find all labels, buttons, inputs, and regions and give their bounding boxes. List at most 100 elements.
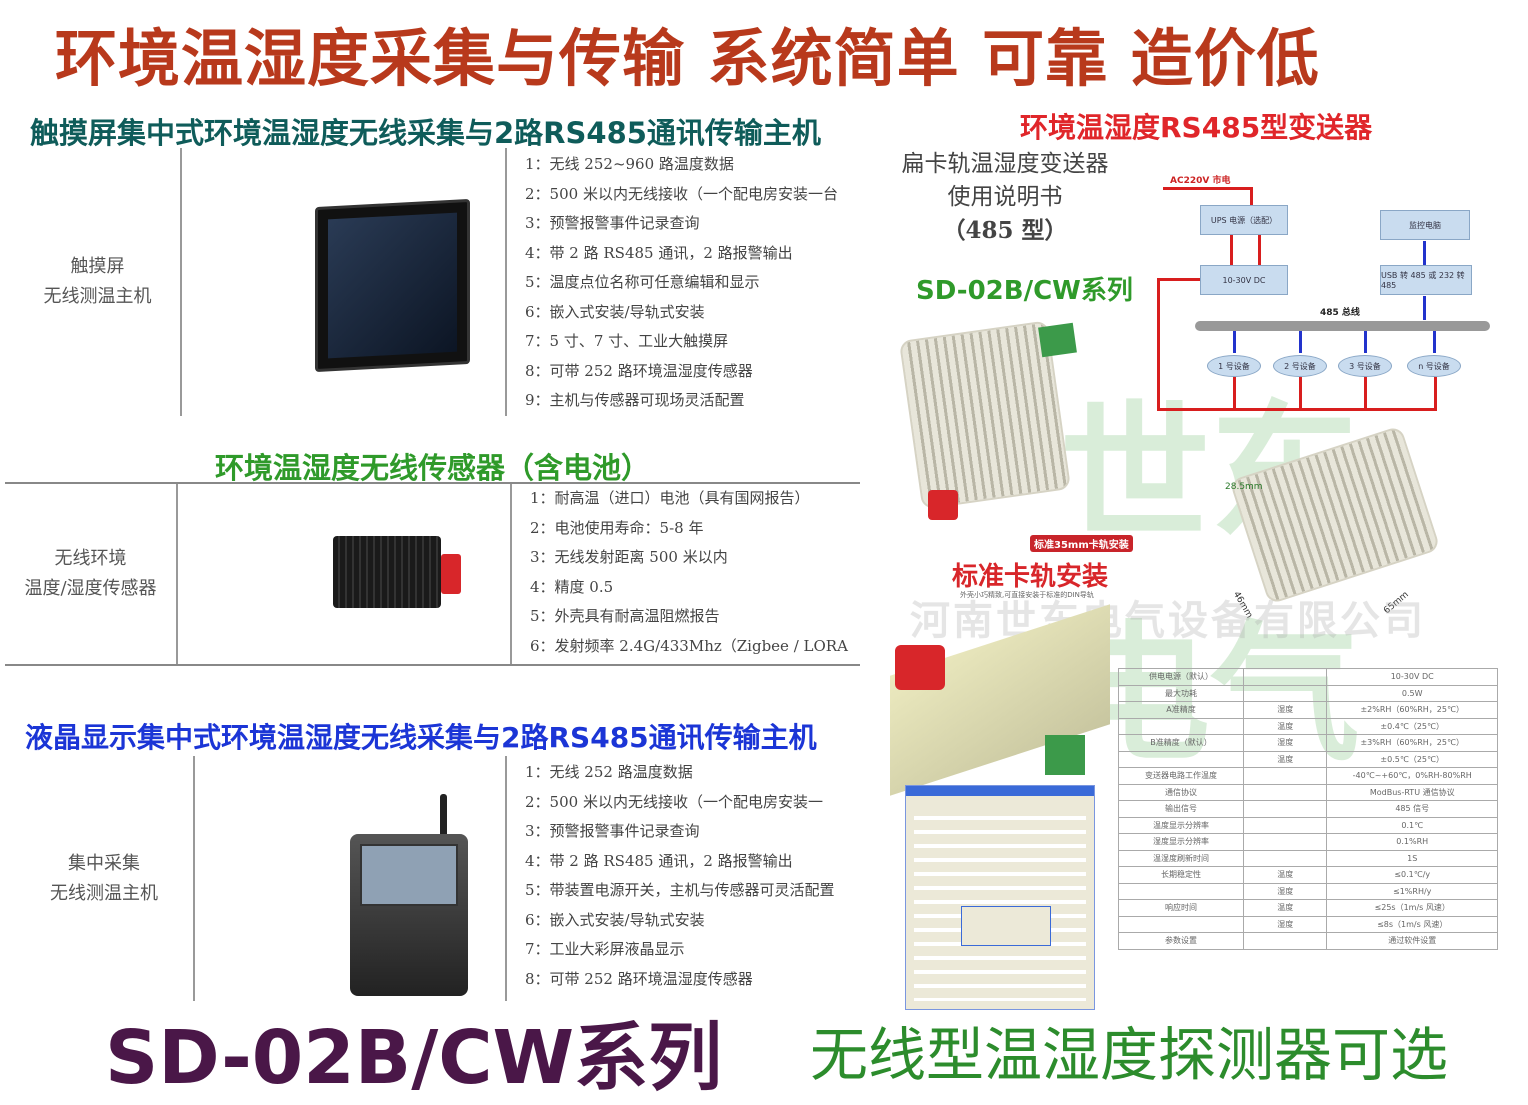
spec-row: 温度±0.4℃（25℃）: [1117, 717, 1498, 735]
label-line: 无线测温主机: [50, 882, 158, 904]
feature-item: 2：500 米以内无线接收（一个配电房安装一台: [525, 184, 838, 203]
spec-cell: ±2%RH（60%RH，25℃）: [1326, 701, 1498, 719]
spec-cell: [1243, 767, 1328, 785]
spec-cell: [1243, 833, 1328, 851]
spec-cell: 温度: [1243, 866, 1328, 884]
feature-item: 6：嵌入式安装/导轨式安装: [525, 910, 705, 929]
feature-item: 8：可带 252 路环境温湿度传感器: [525, 969, 753, 988]
spec-cell: -40℃~+60℃，0%RH-80%RH: [1326, 767, 1498, 785]
label-line: 无线环境: [54, 548, 127, 569]
label-line: 集中采集: [68, 852, 140, 874]
device-1: 1 号设备: [1207, 355, 1261, 377]
spec-row: 变送器电路工作温度 -40℃~+60℃，0%RH-80%RH: [1117, 767, 1498, 785]
converter-box: USB 转 485 或 232 转 485: [1380, 265, 1472, 295]
bus-label: 485 总线: [1320, 308, 1360, 318]
section-3-features: 1：无线 252 路温度数据 2：500 米以内无线接收（一个配电房安装一 3：…: [505, 756, 860, 1001]
feature-item: 4：带 2 路 RS485 通讯，2 路报警输出: [525, 243, 793, 262]
spec-row: 通信协议 ModBus-RTU 通信协议: [1117, 783, 1498, 801]
spec-cell: ModBus-RTU 通信协议: [1326, 783, 1498, 801]
rail-title: 标准卡轨安装: [952, 562, 1109, 592]
spec-cell: 温湿度刷新时间: [1117, 849, 1245, 867]
spec-cell: [1243, 849, 1328, 867]
spec-cell: 通信协议: [1117, 783, 1245, 801]
label-line: 无线测温主机: [43, 286, 152, 307]
spec-cell: ±0.4℃（25℃）: [1326, 717, 1498, 735]
section-2-label: 无线环境 温度/湿度传感器: [5, 484, 178, 664]
feature-item: 7：5 寸、7 寸、工业大触摸屏: [525, 332, 729, 350]
spec-cell: 湿度: [1243, 701, 1328, 719]
feature-item: 6：发射频率 2.4G/433Mhz（Zigbee / LORA: [530, 636, 848, 655]
section-2-heading: 环境温湿度无线传感器（含电池）: [215, 451, 651, 485]
spec-cell: A准精度: [1117, 701, 1245, 719]
spec-cell: ≤0.1℃/y: [1326, 866, 1498, 884]
touchscreen-image: [315, 198, 470, 373]
spec-row: A准精度湿度±2%RH（60%RH，25℃）: [1117, 701, 1498, 719]
section-3-label: 集中采集 无线测温主机: [15, 756, 195, 1001]
spec-cell: 参数设置: [1117, 932, 1245, 950]
bottom-tagline: 无线型温湿度探测器可选: [810, 1021, 1449, 1089]
spec-cell: 通过软件设置: [1326, 932, 1498, 950]
label-line: 温度/湿度传感器: [24, 578, 157, 599]
din-rail-clip: [895, 645, 945, 690]
spec-cell: 485 信号: [1326, 800, 1498, 818]
rail-clip: [928, 490, 958, 520]
spec-cell: 10-30V DC: [1326, 668, 1498, 686]
section-1-heading: 触摸屏集中式环境温湿度无线采集与2路RS485通讯传输主机: [30, 116, 821, 150]
section-3-heading: 液晶显示集中式环境温湿度无线采集与2路RS485通讯传输主机: [25, 721, 817, 754]
feature-item: 4：带 2 路 RS485 通讯，2 路报警输出: [525, 851, 793, 870]
spec-cell: 输出信号: [1117, 800, 1245, 818]
spec-row: B准精度（默认）湿度±3%RH（60%RH，25℃）: [1117, 734, 1498, 752]
rail-subtitle: 外壳小巧精致,可直接安装于标准的DIN导轨: [960, 591, 1094, 599]
ups-box: UPS 电源（选配）: [1200, 205, 1288, 235]
feature-item: 2：电池使用寿命：5-8 年: [530, 518, 704, 537]
spec-cell: [1243, 668, 1328, 686]
section-3-table: 集中采集 无线测温主机 1：无线 252 路温度数据 2：500 米以内无线接收…: [15, 756, 860, 1001]
rs485-bus: [1195, 321, 1490, 331]
spec-row: 供电电源（默认）10-30V DC: [1117, 668, 1498, 686]
spec-cell: 响应时间: [1117, 899, 1245, 917]
spec-cell: [1243, 800, 1328, 818]
section-2-table: 无线环境 温度/湿度传感器 1：耐高温（进口）电池（具有国网报告） 2：电池使用…: [5, 482, 860, 666]
spec-cell: 温度: [1243, 717, 1328, 735]
label-line: 触摸屏: [70, 256, 125, 277]
feature-item: 5：外壳具有耐高温阻燃报告: [530, 607, 720, 625]
feature-item: 9：主机与传感器可现场灵活配置: [525, 391, 745, 409]
dc-supply-box: 10-30V DC: [1200, 265, 1288, 295]
manual-line: 扁卡轨温湿度变送器: [901, 151, 1109, 177]
spec-row: 湿度≤8s（1m/s 风速）: [1117, 915, 1498, 933]
spec-row: 长期稳定性温度≤0.1℃/y: [1117, 866, 1498, 884]
spec-cell: ±3%RH（60%RH，25℃）: [1326, 734, 1498, 752]
spec-row: 温度±0.5℃（25℃）: [1117, 750, 1498, 768]
spec-cell: [1243, 932, 1328, 950]
spec-cell: 最大功耗: [1117, 684, 1245, 702]
spec-cell: [1117, 717, 1245, 735]
lcd-host-image: [350, 834, 468, 996]
series-label-green: SD-02B/CW系列: [916, 276, 1133, 306]
bottom-series: SD-02B/CW系列: [105, 1015, 723, 1101]
manual-line: （485 型）: [942, 217, 1068, 244]
transmitter-heading: 环境温湿度RS485型变送器: [1020, 111, 1373, 144]
terminal-block-2: [1045, 735, 1085, 775]
spec-row: 输出信号 485 信号: [1117, 800, 1498, 818]
spec-cell: 0.1℃: [1326, 816, 1498, 834]
feature-item: 3：无线发射距离 500 米以内: [530, 548, 728, 566]
spec-cell: 湿度: [1243, 882, 1328, 900]
spec-cell: [1117, 915, 1245, 933]
feature-item: 7：工业大彩屏液晶显示: [525, 940, 685, 958]
feature-item: 5：带装置电源开关，主机与传感器可灵活配置: [525, 881, 835, 899]
manual-title: 扁卡轨温湿度变送器 使用说明书 （485 型）: [885, 148, 1125, 247]
feature-item: 2：500 米以内无线接收（一个配电房安装一: [525, 792, 823, 811]
feature-item: 6：嵌入式安装/导轨式安装: [525, 302, 705, 321]
spec-cell: 0.1%RH: [1326, 833, 1498, 851]
terminal-block: [1038, 322, 1077, 358]
feature-item: 1：耐高温（进口）电池（具有国网报告）: [530, 489, 810, 507]
spec-cell: 变送器电路工作温度: [1117, 767, 1245, 785]
spec-cell: ≤8s（1m/s 风速）: [1326, 915, 1498, 933]
feature-item: 8：可带 252 路环境温湿度传感器: [525, 361, 753, 380]
monitor-pc-box: 监控电脑: [1380, 210, 1470, 240]
feature-item: 4：精度 0.5: [530, 577, 614, 596]
spec-cell: ±0.5℃（25℃）: [1326, 750, 1498, 768]
device-2: 2 号设备: [1273, 355, 1327, 377]
